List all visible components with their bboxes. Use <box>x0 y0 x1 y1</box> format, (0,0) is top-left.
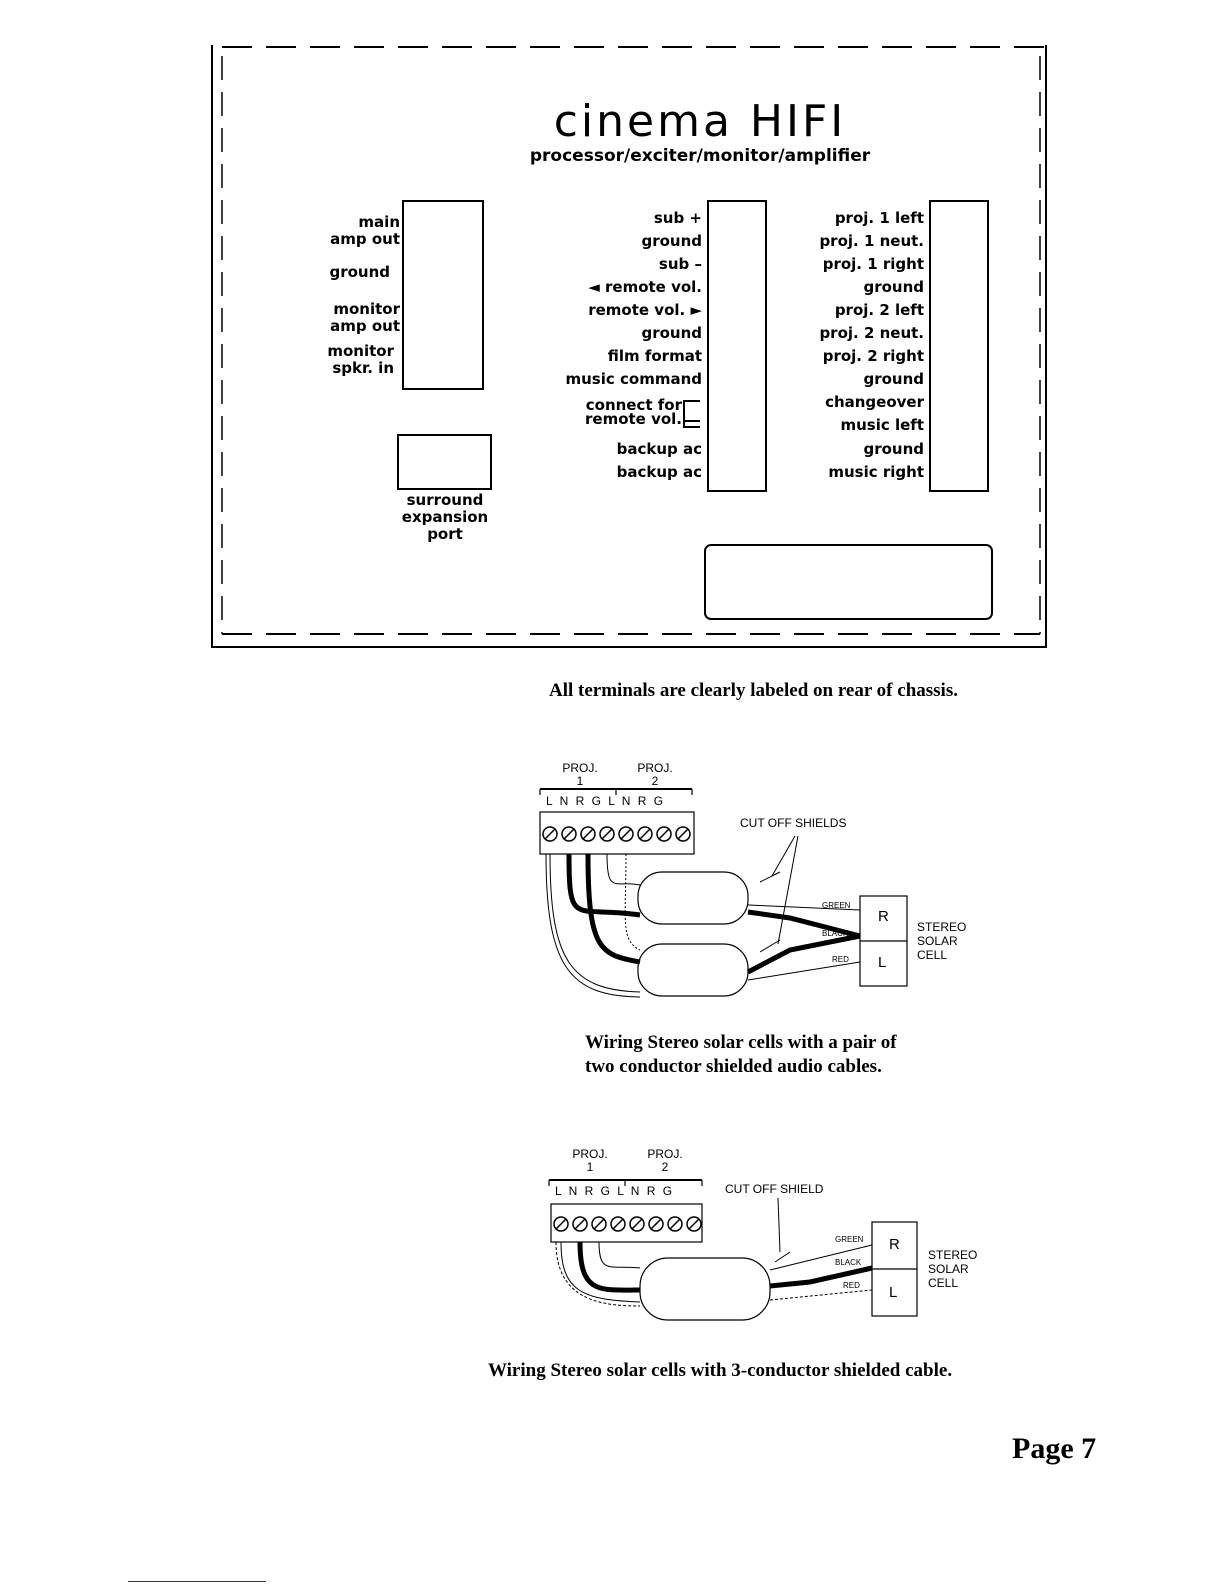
diagram2-proj1-label: PROJ. 1 <box>572 1147 608 1174</box>
diagram2-graphics <box>548 1179 918 1321</box>
expansion-port-box <box>397 434 492 490</box>
center-label: sub – <box>658 255 702 273</box>
center-label: music command <box>565 370 703 388</box>
main-amp-out-label: main amp out <box>330 213 400 248</box>
diagram2-cut-label: CUT OFF SHIELD <box>725 1182 824 1196</box>
diagram1-proj2-label: PROJ. 2 <box>637 761 673 788</box>
diagram2-wire-green: GREEN <box>835 1235 864 1244</box>
panel-subtitle: processor/exciter/monitor/amplifier <box>529 146 871 166</box>
diagram2-cell-r: R <box>889 1236 900 1253</box>
right-label: proj. 2 neut. <box>819 324 924 342</box>
diagram1-wire-black: BLACK <box>822 929 849 938</box>
diagram1-cell-l: L <box>878 954 887 971</box>
diagram2-proj2-label: PROJ. 2 <box>647 1147 683 1174</box>
diagram1-wire-red: RED <box>832 955 849 964</box>
diagram2-wire-black: BLACK <box>835 1258 862 1267</box>
diagram2-caption: Wiring Stereo solar cells with 3-conduct… <box>488 1360 953 1381</box>
center-label: backup ac <box>616 463 702 481</box>
right-label: ground <box>863 278 924 296</box>
right-label: ground <box>863 370 924 388</box>
right-terminal-block <box>929 200 989 492</box>
center-label: ground <box>641 324 702 342</box>
right-label: changeover <box>825 393 924 411</box>
diagram1-cut-label: CUT OFF SHIELDS <box>740 816 847 830</box>
ground-label: ground <box>329 263 390 281</box>
main-terminal-block <box>402 200 484 390</box>
diagram2-cell-l: L <box>889 1284 898 1301</box>
page-number: Page 7 <box>1012 1432 1097 1465</box>
center-label: ground <box>641 232 702 250</box>
right-label: proj. 1 neut. <box>819 232 924 250</box>
surround-expansion-port-label: surround expansion port <box>401 491 489 543</box>
footer-divider <box>128 1581 266 1582</box>
center-label: backup ac <box>616 440 702 458</box>
panel-title: cinema HIFI <box>553 96 847 147</box>
right-label: proj. 2 right <box>822 347 924 365</box>
right-label: proj. 1 right <box>822 255 924 273</box>
diagram1-cell-r: R <box>878 908 889 925</box>
right-label: music left <box>840 416 924 434</box>
diagram2-wire-red: RED <box>843 1281 860 1290</box>
right-label: proj. 2 left <box>834 301 924 319</box>
terminals-caption: All terminals are clearly labeled on rea… <box>549 680 958 701</box>
monitor-spkr-in-label: monitor spkr. in <box>327 342 394 377</box>
diagram1-wire-green: GREEN <box>822 901 851 910</box>
center-label: sub + <box>653 209 702 227</box>
diagram1-graphics <box>539 788 908 998</box>
diagram1-terminal-letters: L N R G L N R G <box>546 794 666 808</box>
display-window <box>704 544 993 620</box>
diagram1-caption: Wiring Stereo solar cells with a pair of… <box>585 1032 897 1077</box>
right-label: ground <box>863 440 924 458</box>
center-label: film format <box>607 347 702 365</box>
connect-remote-label: connect for remote vol. <box>585 396 682 428</box>
diagram2-cell-label: STEREO SOLAR CELL <box>928 1248 978 1290</box>
center-label: ◄ remote vol. <box>588 278 702 296</box>
monitor-amp-out-label: monitor amp out <box>330 300 400 335</box>
diagram1-cell-label: STEREO SOLAR CELL <box>917 920 967 962</box>
center-terminal-block <box>707 200 767 492</box>
center-label: remote vol. ► <box>588 301 702 319</box>
right-label: music right <box>828 463 924 481</box>
diagram2-terminal-letters: L N R G L N R G <box>555 1184 675 1198</box>
diagram1-proj1-label: PROJ. 1 <box>562 761 598 788</box>
right-label: proj. 1 left <box>834 209 924 227</box>
